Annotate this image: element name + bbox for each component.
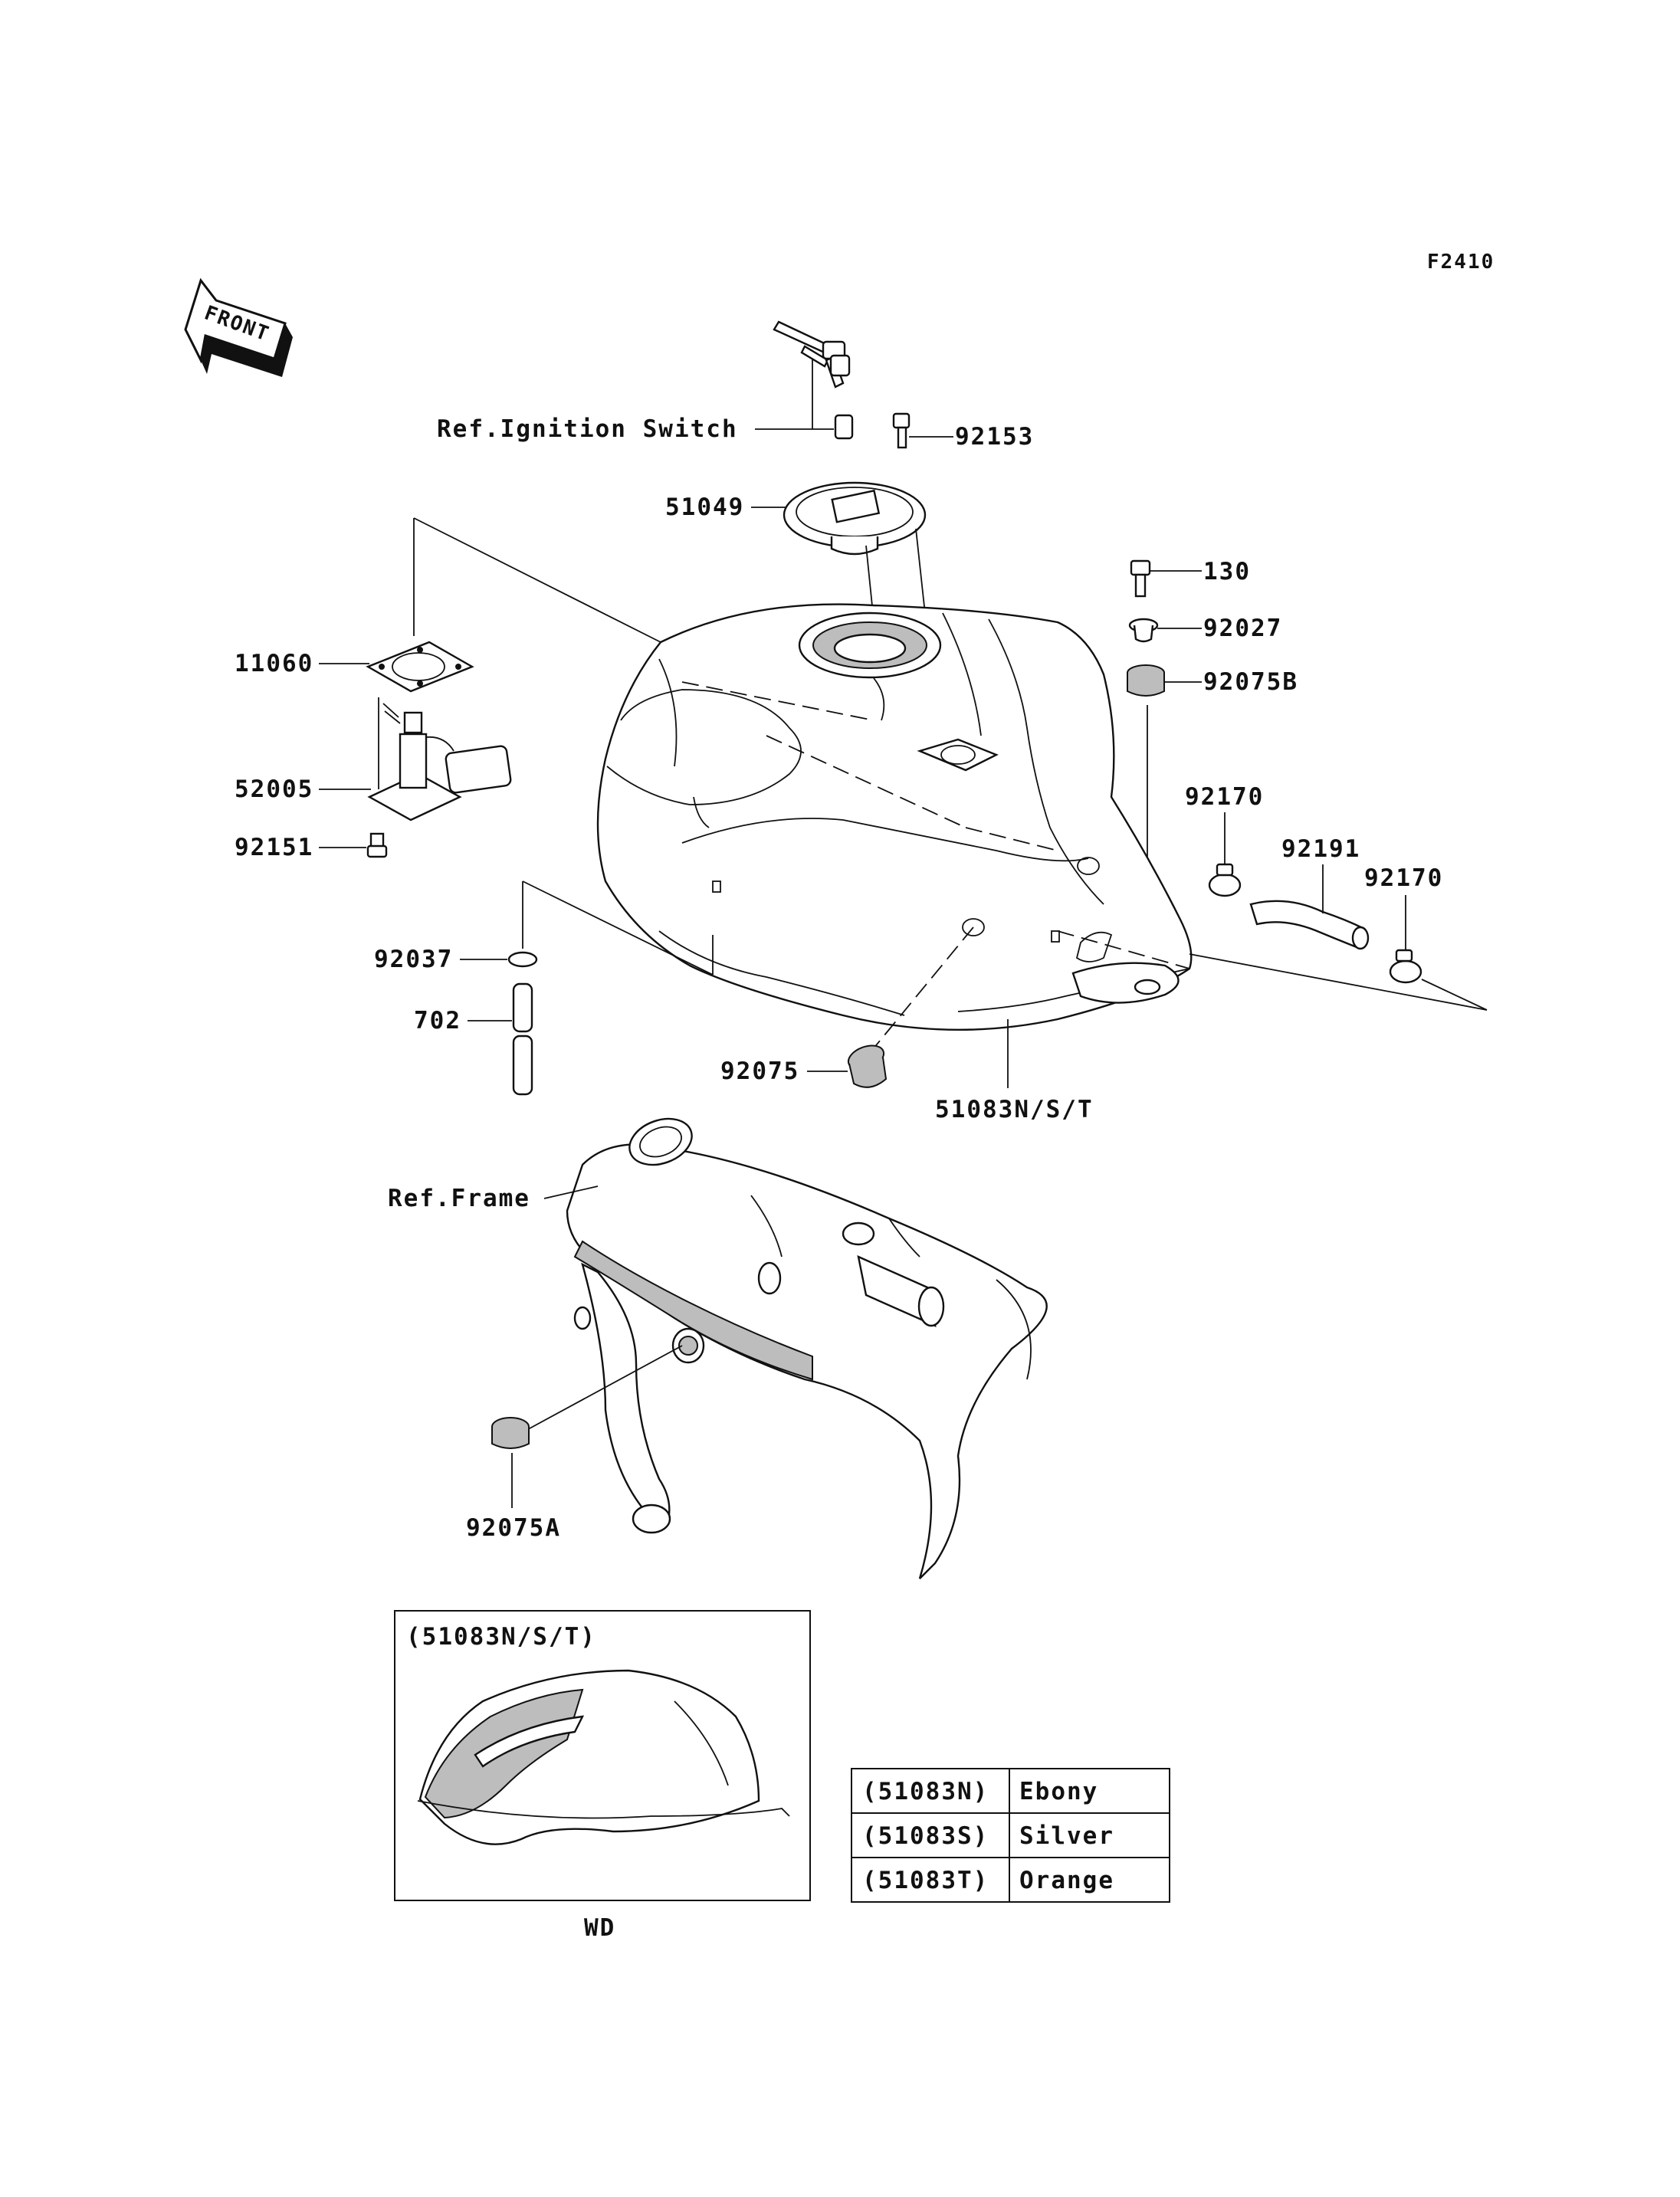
label-130: 130 (1203, 558, 1251, 585)
label-11060: 11060 (235, 650, 313, 677)
pipe-702 (512, 982, 533, 1096)
bolt-92153 (892, 412, 911, 449)
label-92037: 92037 (374, 946, 453, 973)
label-92075: 92075 (720, 1058, 799, 1085)
label-92191: 92191 (1281, 835, 1360, 863)
label-51083: 51083N/S/T (935, 1096, 1094, 1123)
color-table-code: (51083N) (862, 1778, 989, 1805)
color-table-color: Ebony (1019, 1778, 1098, 1805)
color-table-code: (51083S) (862, 1822, 989, 1850)
color-table-code: (51083T) (862, 1867, 989, 1894)
key-cylinder (834, 414, 854, 440)
collar-92027 (1128, 618, 1159, 643)
color-table-color: Silver (1019, 1822, 1114, 1850)
label-92075A: 92075A (466, 1514, 561, 1542)
damper-92075A (491, 1417, 530, 1449)
label-52005: 52005 (235, 776, 313, 803)
frame-reference (566, 1117, 1048, 1579)
inset-title: (51083N/S/T) (406, 1623, 596, 1651)
label-ref-frame: Ref.Frame (388, 1185, 530, 1212)
inset-box (394, 1610, 811, 1901)
ignition-keys (773, 320, 851, 389)
label-51049: 51049 (665, 494, 744, 521)
fuel-pump-52005 (367, 703, 512, 821)
label-92027: 92027 (1203, 615, 1282, 642)
color-table: (51083N) Ebony (51083S) Silver (51083T) … (851, 1768, 1170, 1903)
inset-caption: WD (584, 1914, 615, 1942)
figure-code: F2410 (1427, 251, 1495, 274)
damper-92075B (1127, 664, 1165, 697)
color-table-color: Orange (1019, 1867, 1114, 1894)
clamp-92170-left (1208, 863, 1242, 897)
hose-92191 (1249, 900, 1370, 950)
label-92151: 92151 (235, 834, 313, 861)
label-92170-left: 92170 (1185, 783, 1264, 811)
damper-92075 (847, 1044, 888, 1088)
label-92153: 92153 (955, 423, 1034, 451)
clip-92037 (507, 951, 538, 968)
label-92075B: 92075B (1203, 668, 1298, 696)
front-arrow-icon: FRONT (184, 277, 293, 377)
label-702: 702 (414, 1007, 461, 1035)
inset-tank-drawing (417, 1669, 790, 1845)
clamp-92170-right (1389, 949, 1422, 984)
fuel-tank (596, 603, 1193, 1031)
label-92170-right: 92170 (1364, 864, 1443, 892)
gasket-11060 (366, 641, 474, 693)
label-ref-ignition-switch: Ref.Ignition Switch (437, 415, 738, 443)
bolt-92151 (366, 832, 388, 858)
fuel-cap-51049 (783, 481, 927, 556)
bolt-130 (1130, 559, 1151, 598)
